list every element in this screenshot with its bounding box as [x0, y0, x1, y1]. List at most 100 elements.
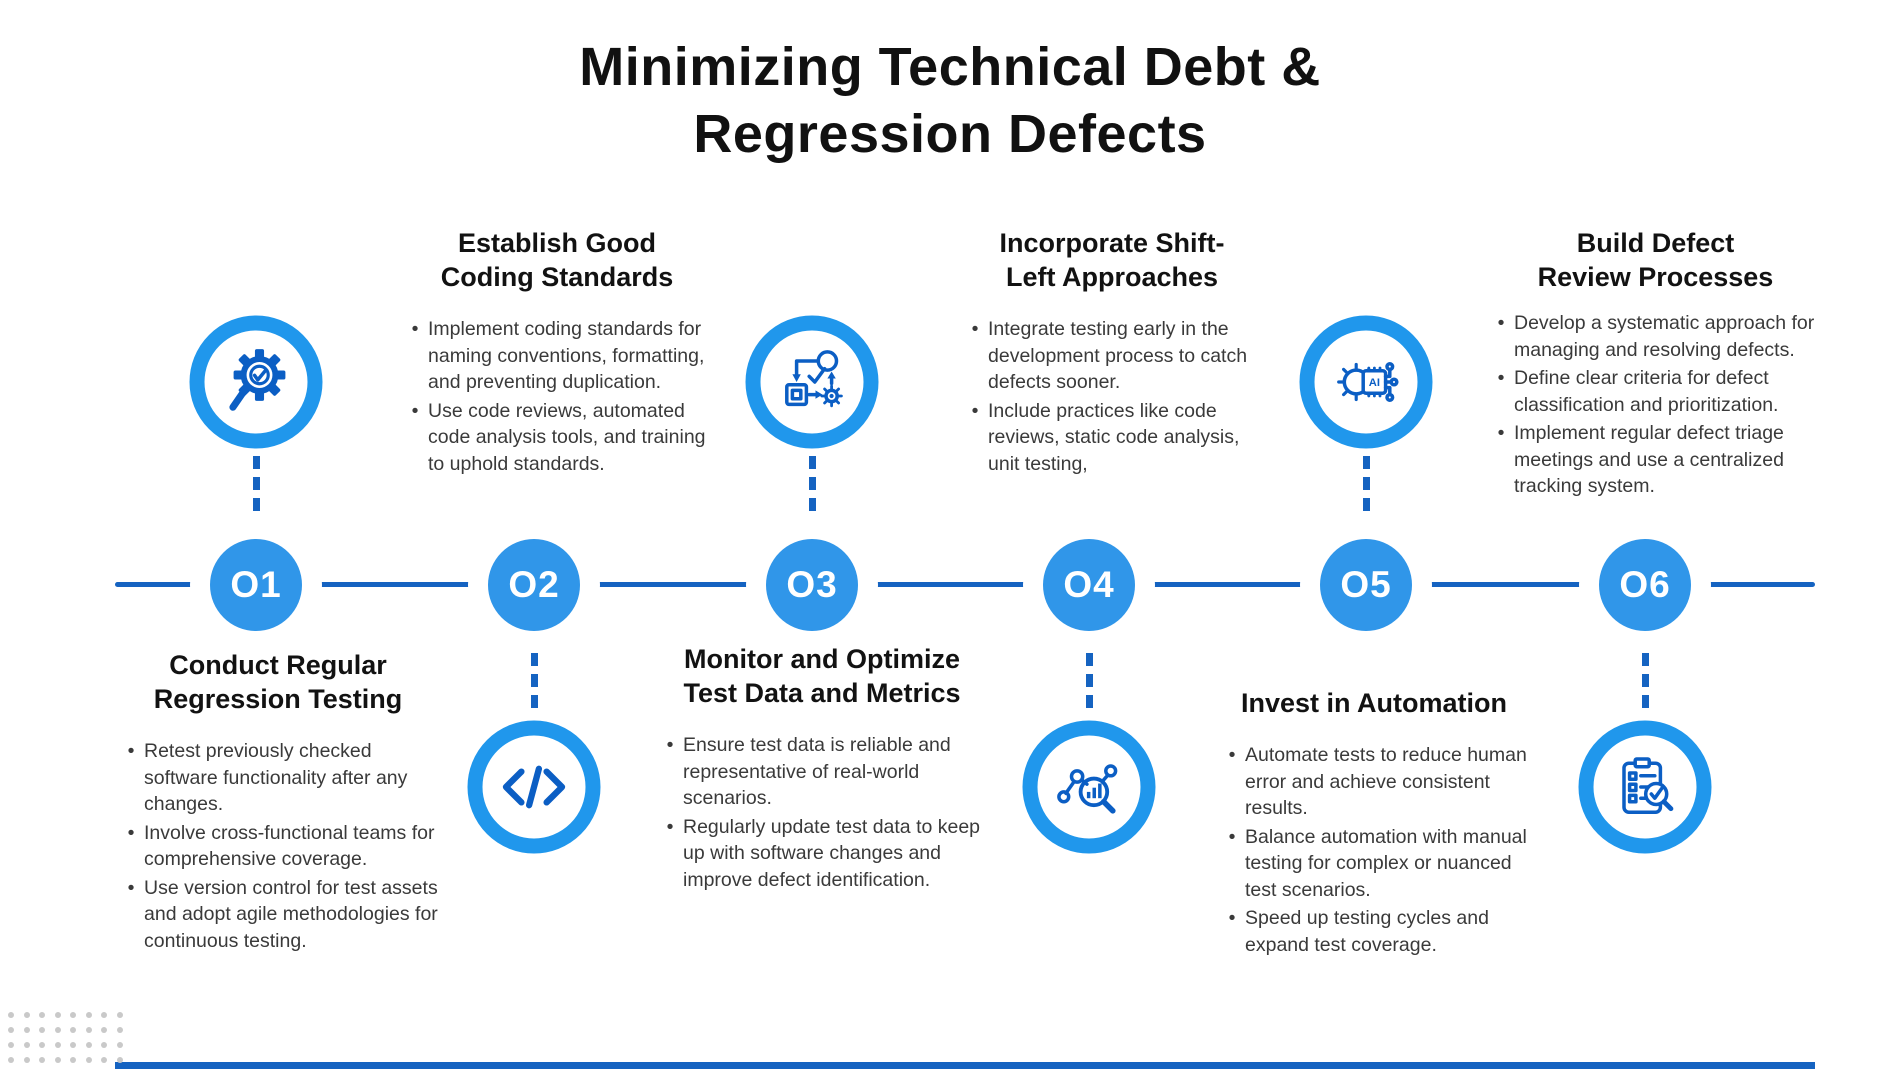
step-number-3: O3	[766, 539, 858, 631]
list-item: •Retest previously checked software func…	[118, 738, 438, 818]
list-item: •Define clear criteria for defect classi…	[1488, 365, 1823, 418]
dot	[101, 1012, 107, 1018]
step-bullets: •Implement coding standards for naming c…	[402, 316, 712, 477]
list-item: •Use version control for test assets and…	[118, 875, 438, 955]
bullet-marker: •	[127, 821, 135, 844]
dot	[85, 1027, 92, 1033]
connector-dash-3	[809, 456, 816, 518]
step-number-label: O4	[1063, 564, 1115, 605]
bullet-marker: •	[971, 399, 979, 422]
dot	[23, 1042, 30, 1048]
page-title: Minimizing Technical Debt & Regression D…	[0, 34, 1900, 168]
step-text-4: Incorporate Shift-Left Approaches •Integ…	[962, 226, 1262, 477]
step-title: Monitor and Optimize Test Data and Metri…	[683, 644, 961, 708]
dot	[54, 1042, 61, 1048]
dot	[8, 1012, 14, 1018]
list-item: •Automate tests to reduce human error an…	[1219, 742, 1529, 822]
list-item: •Ensure test data is reliable and repres…	[657, 732, 987, 812]
step-text-3: Monitor and Optimize Test Data and Metri…	[657, 642, 987, 893]
dot	[101, 1057, 107, 1063]
list-item: •Use code reviews, automated code analys…	[402, 398, 712, 478]
step-number-label: O6	[1619, 564, 1671, 605]
dot	[101, 1027, 107, 1033]
dot	[85, 1042, 92, 1048]
step-number-label: O5	[1340, 564, 1392, 605]
step-text-5: Invest in Automation •Automate tests to …	[1219, 686, 1529, 958]
step-number-label: O3	[786, 564, 838, 605]
bullet-marker: •	[1228, 907, 1236, 929]
connector-dash-1	[253, 456, 260, 518]
workflow-process-icon	[745, 315, 879, 449]
dot	[116, 1042, 123, 1048]
list-item: •Implement regular defect triage meeting…	[1488, 420, 1823, 500]
connector-dash-2	[531, 653, 538, 713]
step-bullets: •Ensure test data is reliable and repres…	[657, 732, 987, 893]
dot	[70, 1027, 76, 1033]
step-number-5: O5	[1320, 539, 1412, 631]
bullet-marker: •	[1497, 422, 1505, 444]
dot	[23, 1027, 30, 1033]
connector-dash-5	[1363, 456, 1370, 518]
step-text-2: Establish Good Coding Standards •Impleme…	[402, 226, 712, 477]
dot	[116, 1057, 123, 1063]
step-title: Establish Good Coding Standards	[440, 228, 674, 292]
dot	[116, 1027, 123, 1033]
dot	[54, 1027, 61, 1033]
connector-dash-6	[1642, 653, 1649, 713]
bottom-accent-bar	[115, 1062, 1815, 1069]
step-bullets: •Automate tests to reduce human error an…	[1219, 742, 1529, 958]
step-text-1: Conduct Regular Regression Testing •Rete…	[118, 648, 438, 954]
list-item: •Implement coding standards for naming c…	[402, 316, 712, 396]
step-title: Conduct Regular Regression Testing	[153, 650, 403, 714]
bullet-marker: •	[411, 318, 419, 340]
dot	[116, 1012, 123, 1018]
bullet-marker: •	[666, 815, 674, 838]
page-title-line1: Minimizing Technical Debt &	[579, 37, 1321, 97]
dot	[8, 1027, 14, 1033]
dot	[54, 1057, 61, 1063]
dot	[23, 1057, 30, 1063]
step-bullets: •Integrate testing early in the developm…	[962, 316, 1262, 477]
bullet-marker: •	[666, 734, 674, 756]
dot	[8, 1042, 14, 1048]
list-item: •Include practices like code reviews, st…	[962, 398, 1262, 478]
bullet-marker: •	[127, 740, 135, 762]
dot	[23, 1012, 30, 1018]
dot	[70, 1042, 76, 1048]
dot	[85, 1012, 92, 1018]
dot	[39, 1057, 45, 1063]
step-bullets: •Develop a systematic approach for manag…	[1488, 310, 1823, 500]
page-title-line2: Regression Defects	[693, 104, 1207, 164]
dot	[70, 1057, 76, 1063]
list-item: •Regularly update test data to keep up w…	[657, 814, 987, 894]
dot	[85, 1057, 92, 1063]
ai-chip-gear-icon: AI	[1299, 315, 1433, 449]
step-number-label: O2	[508, 564, 560, 605]
list-item: •Speed up testing cycles and expand test…	[1219, 905, 1529, 958]
step-number-label: O1	[230, 564, 282, 605]
bullet-marker: •	[971, 318, 979, 340]
dot	[54, 1012, 61, 1018]
step-title: Build Defect Review Processes	[1537, 228, 1774, 292]
dot	[8, 1057, 14, 1063]
list-item: •Develop a systematic approach for manag…	[1488, 310, 1823, 363]
dot	[39, 1042, 45, 1048]
bullet-marker: •	[127, 876, 135, 899]
dot	[70, 1012, 76, 1018]
dot	[39, 1012, 45, 1018]
step-text-6: Build Defect Review Processes •Develop a…	[1488, 226, 1823, 500]
gear-check-magnifier-icon	[189, 315, 323, 449]
dot	[39, 1027, 45, 1033]
step-number-6: O6	[1599, 539, 1691, 631]
code-brackets-icon	[467, 720, 601, 854]
step-title: Invest in Automation	[1240, 688, 1507, 718]
bullet-marker: •	[1228, 825, 1236, 848]
list-item: •Involve cross-functional teams for comp…	[118, 820, 438, 873]
list-item: •Integrate testing early in the developm…	[962, 316, 1262, 396]
svg-text:AI: AI	[1369, 377, 1380, 389]
list-item: •Balance automation with manual testing …	[1219, 824, 1529, 904]
timeline-line	[115, 582, 1815, 587]
bullet-marker: •	[411, 399, 419, 422]
dots-grid	[8, 1012, 123, 1069]
step-number-4: O4	[1043, 539, 1135, 631]
